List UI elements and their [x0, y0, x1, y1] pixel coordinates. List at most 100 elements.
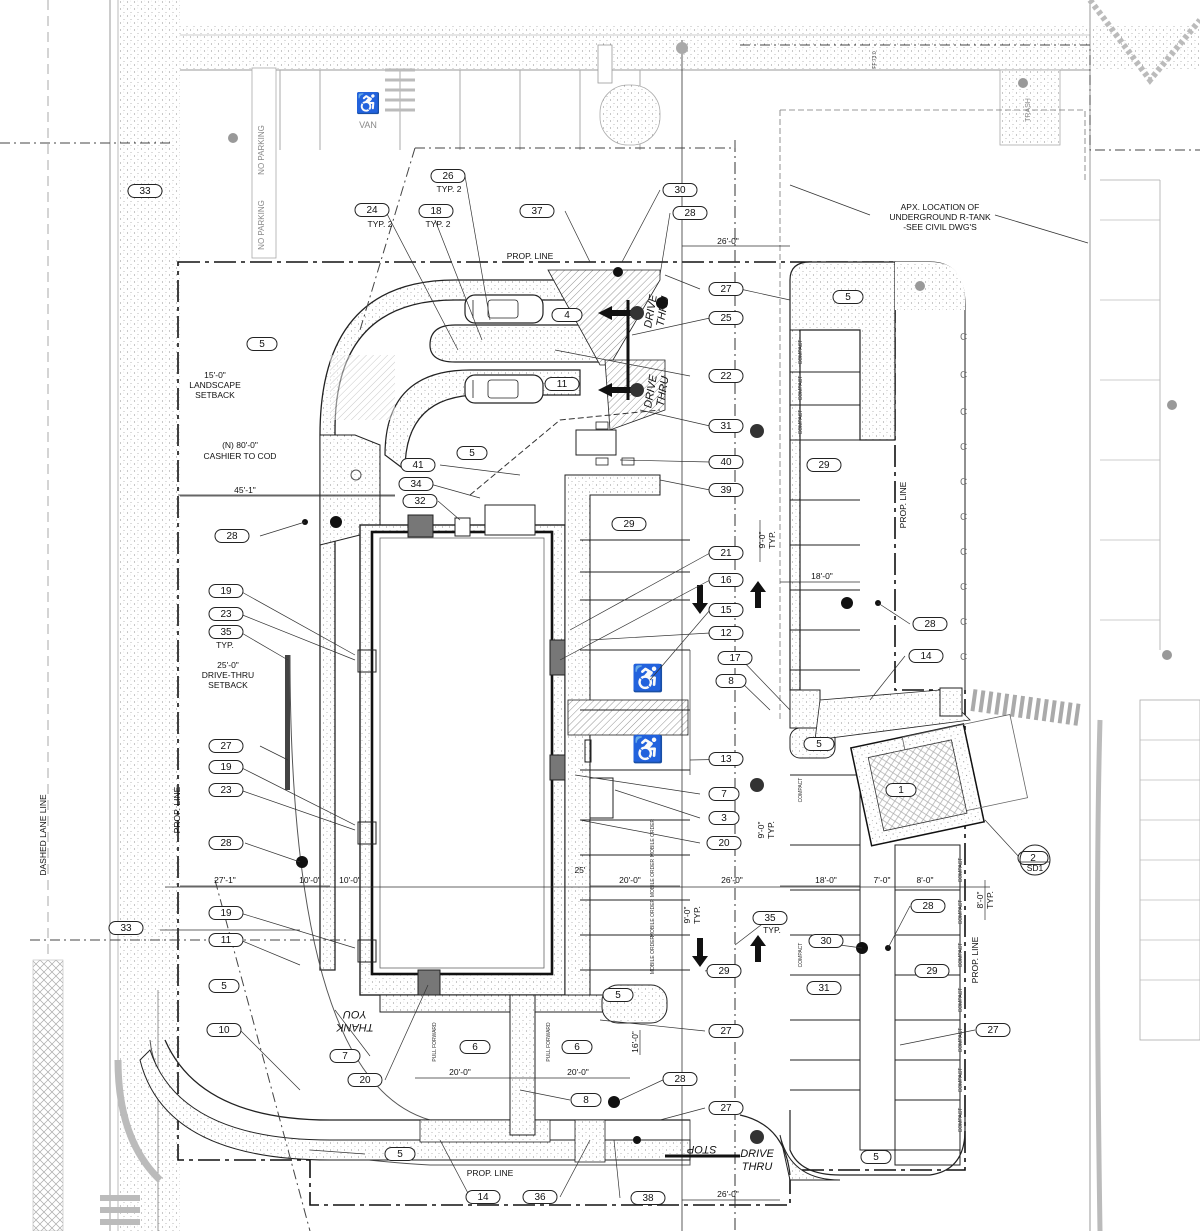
svg-text:16'-0": 16'-0"	[630, 1031, 640, 1053]
keynote-bubble	[206, 1023, 242, 1037]
property-line	[177, 261, 966, 1206]
svg-text:25': 25'	[574, 865, 585, 875]
keynote-number: 5	[816, 739, 822, 750]
svg-text:18'-0": 18'-0"	[811, 571, 833, 581]
north-lot-line	[415, 140, 736, 149]
keynote-callout: 23	[208, 783, 244, 797]
accessible-symbol-top: ♿	[356, 91, 381, 115]
keynote-callout: 10	[206, 1023, 242, 1037]
svg-text:THRU: THRU	[654, 375, 671, 407]
keynote-number: 36	[534, 1192, 546, 1203]
keynote-number: 7	[342, 1051, 348, 1062]
mobile-order-stall-3: MOBILE ORDER	[650, 898, 656, 937]
svg-text:DRIVE: DRIVE	[740, 1148, 774, 1160]
keynote-number: 35	[764, 913, 776, 924]
svg-text:10'-0": 10'-0"	[339, 875, 361, 885]
svg-text:TYP. 2: TYP. 2	[437, 184, 462, 194]
keynote-callout: 17	[717, 651, 753, 665]
svg-text:20'-0": 20'-0"	[567, 1067, 589, 1077]
keynote-bubble	[708, 573, 744, 587]
keynote-callout: 12	[708, 626, 744, 640]
keynote-callout: 37	[519, 204, 555, 218]
keynote-callout: 5	[860, 1150, 892, 1164]
keynote-bubble	[806, 981, 842, 995]
keynote-number: 15	[720, 605, 732, 616]
keynote-bubble	[1017, 851, 1049, 865]
keynote-number: 3	[721, 813, 727, 824]
keynote-number: 5	[469, 448, 475, 459]
keynote-number: 40	[720, 457, 732, 468]
prop-line-label-east2: PROP. LINE	[970, 936, 980, 983]
svg-text:26'-0": 26'-0"	[721, 875, 743, 885]
keynote-number: 13	[720, 754, 732, 765]
svg-text:TYP. 2: TYP. 2	[368, 219, 393, 229]
light-pole-icon	[296, 267, 891, 1144]
svg-text:THRU: THRU	[654, 295, 671, 327]
keynote-bubble	[803, 737, 835, 751]
pull-forward-stall-2: PULL FORWARD	[546, 1022, 552, 1062]
keynote-callout: 28	[214, 529, 250, 543]
keynote-callout: 5	[803, 737, 835, 751]
crosswalk-east	[814, 689, 1082, 741]
keynote-bubble	[208, 584, 244, 598]
keynote-bubble	[127, 184, 163, 198]
svg-text:8'-0": 8'-0"	[975, 892, 985, 909]
keynote-callout: 32	[402, 494, 438, 508]
keynote-callout: 27	[708, 1024, 744, 1038]
keynote-number: 19	[220, 762, 232, 773]
keynote-callout: 11	[208, 933, 244, 947]
keynote-bubble	[708, 1024, 744, 1038]
svg-text:C: C	[960, 407, 967, 418]
accessible-aisle-stripes	[385, 68, 415, 112]
drive-thru-text-2: DRIVE THRU	[642, 373, 671, 409]
compact-stall-10: COMPACT	[958, 1028, 964, 1053]
wheel-stops: C C C C C C C C C C	[960, 332, 967, 663]
keynote-number: 41	[412, 460, 424, 471]
keynote-number: 30	[820, 936, 832, 947]
keynote-callout: 29	[914, 964, 950, 978]
keynote-number: 27	[987, 1025, 999, 1036]
keynote-number: 18	[430, 206, 442, 217]
keynote-bubble	[611, 517, 647, 531]
keynote-bubble	[885, 783, 917, 797]
svg-text:DRIVE: DRIVE	[642, 293, 660, 329]
keynote-bubble	[630, 1191, 666, 1205]
keynote-callout: 5	[602, 988, 634, 1002]
keynote-bubble	[708, 419, 744, 433]
keynote-bubble	[456, 446, 488, 460]
traffic-sign-icon	[630, 306, 764, 1144]
compact-stall-4: COMPACT	[798, 778, 804, 803]
tank-outline	[779, 109, 1086, 720]
svg-text:LANDSCAPE: LANDSCAPE	[189, 380, 241, 390]
keynote-callout: 33	[108, 921, 144, 935]
keynote-bubble	[208, 979, 240, 993]
keynote-callout: 1	[885, 783, 917, 797]
svg-text:C: C	[960, 442, 967, 453]
svg-text:C: C	[960, 617, 967, 628]
keynote-callout: 5	[832, 290, 864, 304]
keynote-callout: 27	[975, 1023, 1011, 1037]
keynote-number: 31	[818, 983, 830, 994]
keynote-number: 38	[642, 1193, 654, 1204]
tank-note: APX. LOCATION OF UNDERGROUND R-TANK -SEE…	[789, 184, 1089, 244]
keynote-callout: 5	[208, 979, 240, 993]
svg-text:SETBACK: SETBACK	[208, 680, 248, 690]
keynote-number: 39	[720, 485, 732, 496]
compact-stall-9: COMPACT	[958, 988, 964, 1013]
keynote-bubble	[465, 1190, 501, 1204]
mobile-order-stall-2: MOBILE ORDER	[650, 858, 656, 897]
ff-label: FF:73.0	[872, 51, 878, 68]
keynote-number: 11	[221, 935, 232, 946]
keynote-callout: 5	[384, 1147, 416, 1161]
compact-stall-2: COMPACT	[798, 376, 804, 401]
keynote-bubble	[551, 308, 583, 322]
svg-text:C: C	[960, 652, 967, 663]
keynote-number: 23	[220, 785, 232, 796]
keynote-callout: 11	[544, 377, 580, 391]
keynote-number: 37	[531, 206, 543, 217]
keynote-callout: 20	[706, 836, 742, 850]
svg-text:DRIVE: DRIVE	[642, 373, 660, 409]
keynote-callout: 14	[908, 649, 944, 663]
accessible-symbol-1: ♿	[632, 663, 664, 693]
keynote-bubble	[519, 204, 555, 218]
